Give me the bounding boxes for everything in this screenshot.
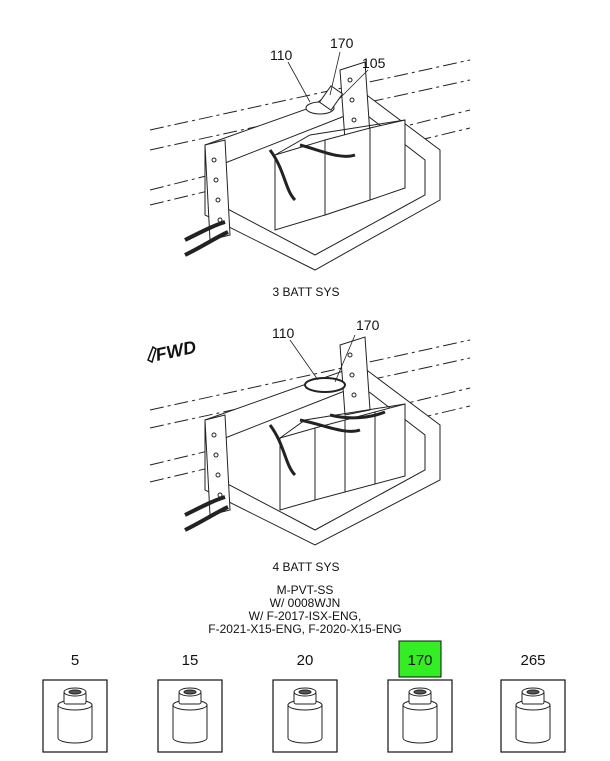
kit-highlight bbox=[398, 640, 442, 678]
fwd-arrow-icon bbox=[147, 345, 157, 364]
kit-item-265[interactable]: 265 bbox=[500, 652, 566, 753]
view-3-batt-sys bbox=[149, 51, 471, 271]
kit-item-170[interactable]: 170 bbox=[387, 640, 453, 753]
view1-callout-105: 105 bbox=[362, 55, 386, 71]
view1-callout-170: 170 bbox=[330, 35, 354, 51]
kit-label: 15 bbox=[182, 652, 199, 669]
kit-label: 265 bbox=[520, 652, 545, 669]
fwd-arrow: FWD bbox=[147, 337, 198, 365]
kit-label: 5 bbox=[71, 652, 79, 669]
view2-caption: 4 BATT SYS bbox=[273, 560, 340, 574]
fwd-label: FWD bbox=[154, 337, 198, 365]
kit-label: 20 bbox=[297, 652, 314, 669]
note-line-4: F-2021-X15-ENG, F-2020-X15-ENG bbox=[208, 622, 402, 636]
applicability-note: M-PVT-SS W/ 0008WJN W/ F-2017-ISX-ENG, F… bbox=[180, 584, 430, 636]
kit-item-15[interactable]: 15 bbox=[157, 652, 223, 753]
view1-caption: 3 BATT SYS bbox=[273, 285, 340, 299]
note-line-2: W/ 0008WJN bbox=[269, 596, 341, 610]
view2-callout-170: 170 bbox=[356, 317, 380, 333]
grease-can-icon bbox=[287, 687, 323, 744]
kit-item-5[interactable]: 5 bbox=[42, 652, 108, 753]
note-line-1: M-PVT-SS bbox=[276, 583, 334, 597]
kit-label: 170 bbox=[407, 652, 432, 669]
view2-callout-110: 110 bbox=[272, 325, 295, 341]
note-line-3: W/ F-2017-ISX-ENG, bbox=[248, 609, 362, 623]
grease-can-icon bbox=[402, 687, 438, 744]
grease-can-icon bbox=[515, 687, 551, 744]
grease-can-icon bbox=[57, 687, 93, 744]
kit-item-20[interactable]: 20 bbox=[272, 652, 338, 753]
view1-callout-110: 110 bbox=[270, 47, 293, 63]
grease-can-icon bbox=[172, 687, 208, 744]
view-4-batt-sys bbox=[149, 334, 471, 546]
kit-row: 5 15 20 170 265 bbox=[42, 640, 566, 753]
